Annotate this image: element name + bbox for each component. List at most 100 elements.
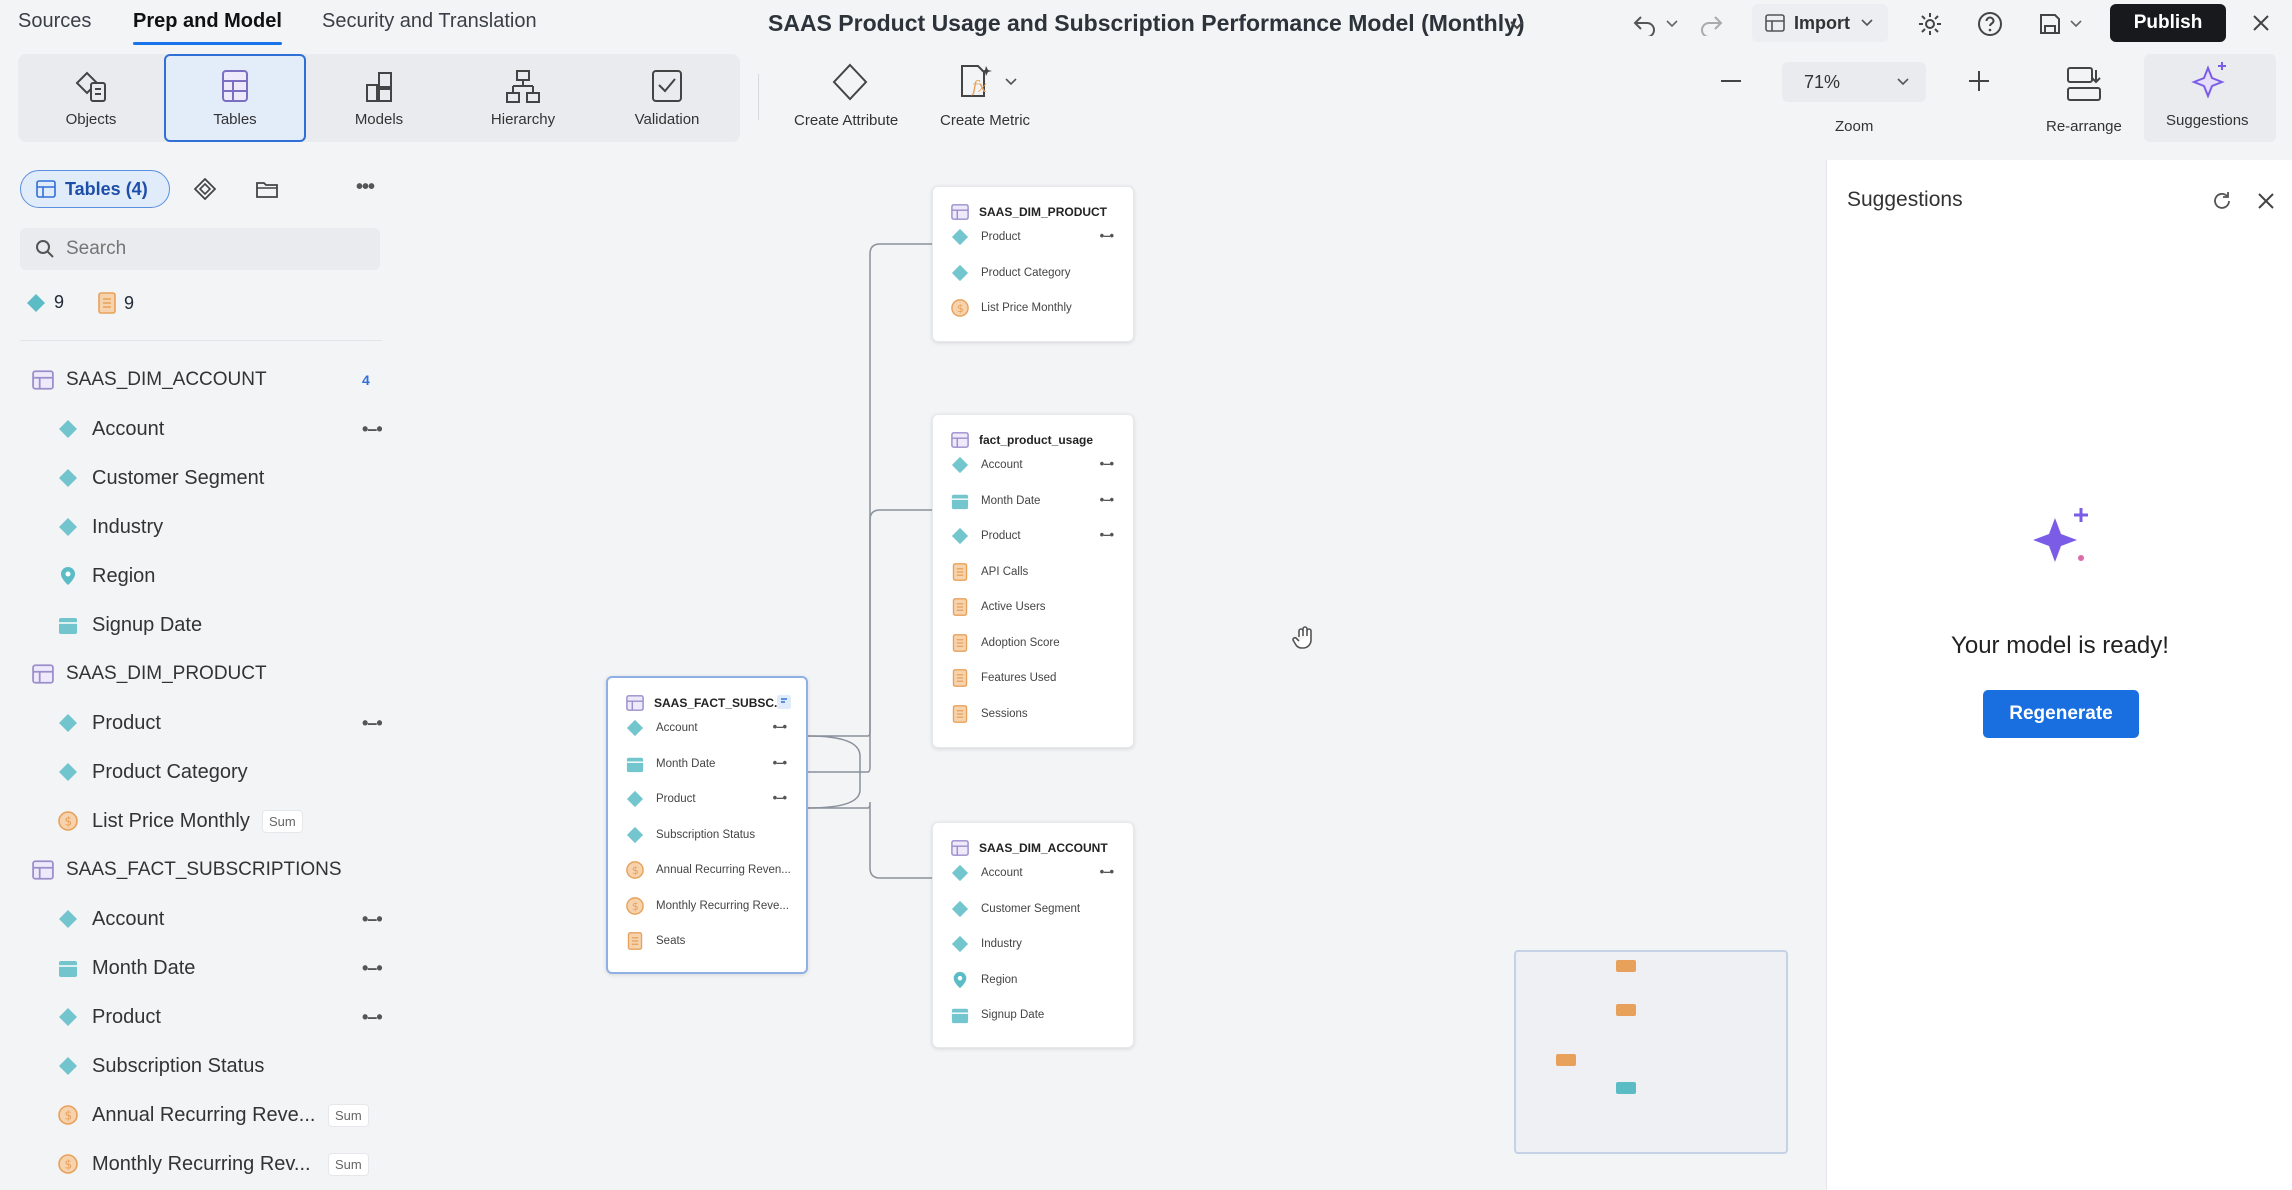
search-box — [20, 228, 380, 270]
fact-icon — [951, 562, 969, 581]
attribute-count[interactable]: 9 — [26, 292, 64, 313]
tables-filter-chip[interactable]: Tables (4) — [20, 170, 170, 208]
table-card[interactable]: SAAS_DIM_ACCOUNT Account •–• Customer Segme… — [932, 822, 1134, 1048]
tree-item[interactable]: Customer Segment — [0, 458, 390, 498]
suggestions-toggle-button[interactable]: Suggestions — [2144, 54, 2276, 142]
zoom-out-icon[interactable] — [1716, 66, 1746, 96]
help-icon[interactable] — [1974, 8, 2006, 40]
refresh-icon[interactable] — [2207, 186, 2237, 216]
tree-item[interactable]: Signup Date — [0, 605, 390, 645]
suggestions-toggle-label: Suggestions — [2166, 112, 2249, 129]
create-metric-button[interactable]: fx Create Metric — [934, 58, 1046, 142]
card-row[interactable]: $List Price Monthly — [951, 296, 1072, 320]
link-icon: •–• — [1099, 864, 1114, 879]
tree-item[interactable]: $Annual Recurring Reve...Sum — [0, 1095, 390, 1135]
save-chevron-down-icon[interactable] — [2068, 14, 2084, 34]
rearrange-button[interactable]: Re-arrange — [2038, 58, 2132, 142]
card-row[interactable]: Adoption Score — [951, 631, 1060, 655]
fact-icon — [626, 932, 644, 950]
card-row[interactable]: Product — [626, 787, 696, 811]
tool-tables[interactable]: Tables — [164, 54, 306, 142]
zoom-in-icon[interactable] — [1964, 66, 1994, 96]
folder-icon[interactable] — [252, 174, 282, 204]
card-row[interactable]: Seats — [626, 929, 685, 953]
card-row-label: Region — [981, 973, 1018, 986]
create-attribute-button[interactable]: Create Attribute — [786, 58, 916, 142]
table-card-header[interactable]: SAAS_DIM_PRODUCT — [951, 203, 1107, 221]
card-row[interactable]: $Annual Recurring Reven... — [626, 858, 791, 882]
tree-item[interactable]: Product•–• — [0, 997, 390, 1037]
redo-icon[interactable] — [1696, 10, 1726, 40]
undo-icon[interactable] — [1630, 10, 1660, 40]
card-row[interactable]: Signup Date — [951, 1003, 1044, 1027]
card-row[interactable]: Features Used — [951, 666, 1056, 690]
table-settings-icon[interactable] — [776, 694, 792, 710]
regenerate-button[interactable]: Regenerate — [1983, 690, 2139, 738]
card-row[interactable]: Product Category — [951, 261, 1071, 285]
table-card[interactable]: SAAS_FACT_SUBSC...Account•–•Month Date•–… — [606, 676, 808, 974]
save-icon[interactable] — [2034, 8, 2066, 40]
card-row[interactable]: Month Date — [951, 489, 1040, 513]
zoom-select[interactable]: 71% — [1782, 62, 1926, 102]
card-row[interactable]: API Calls — [951, 560, 1028, 584]
card-row[interactable]: Account — [951, 453, 1023, 477]
table-card-header[interactable]: SAAS_DIM_ACCOUNT — [951, 839, 1108, 857]
search-input[interactable] — [66, 238, 366, 260]
tool-models[interactable]: Models — [308, 54, 450, 142]
gear-icon[interactable] — [1914, 8, 1946, 40]
card-row[interactable]: Customer Segment — [951, 897, 1080, 921]
attribute-diamond-icon — [951, 456, 969, 474]
import-button[interactable]: Import — [1752, 4, 1888, 42]
card-row-label: Adoption Score — [981, 636, 1060, 649]
tree-item[interactable]: Industry — [0, 507, 390, 547]
tree-table[interactable]: SAAS_DIM_ACCOUNT — [0, 360, 390, 400]
card-row[interactable]: Product — [951, 524, 1021, 548]
tool-validation[interactable]: Validation — [596, 54, 738, 142]
link-icon: •–• — [1099, 527, 1114, 542]
attribute-diamond-icon — [951, 264, 969, 282]
tree-table[interactable]: SAAS_DIM_PRODUCT — [0, 654, 390, 694]
card-row[interactable]: Sessions — [951, 702, 1028, 726]
attribute-filter-icon[interactable] — [190, 174, 220, 204]
metric-count[interactable]: 9 — [98, 292, 134, 314]
tab-security-and-translation[interactable]: Security and Translation — [322, 10, 537, 32]
undo-chevron-down-icon[interactable] — [1664, 14, 1680, 34]
card-row[interactable]: Account — [626, 716, 698, 740]
card-row[interactable]: Industry — [951, 932, 1022, 956]
card-row[interactable]: Subscription Status — [626, 823, 755, 847]
tab-sources[interactable]: Sources — [18, 10, 92, 32]
tool-hierarchy[interactable]: Hierarchy — [452, 54, 594, 142]
publish-button[interactable]: Publish — [2110, 4, 2226, 42]
tree-item[interactable]: Account•–• — [0, 899, 390, 939]
card-row[interactable]: Region — [951, 968, 1017, 992]
table-card-header[interactable]: SAAS_FACT_SUBSC... — [626, 694, 784, 712]
card-row[interactable]: Product — [951, 225, 1021, 249]
create-metric-chevron-down-icon[interactable] — [1004, 76, 1018, 88]
card-row-label: Monthly Recurring Reve... — [656, 899, 789, 912]
close-panel-icon[interactable] — [2251, 186, 2281, 216]
tree-item[interactable]: Product Category — [0, 752, 390, 792]
card-row[interactable]: Month Date — [626, 752, 715, 776]
tree-item[interactable]: Account•–• — [0, 409, 390, 449]
tree-item-label: Product Category — [92, 760, 248, 783]
close-icon[interactable] — [2246, 8, 2276, 38]
minimap[interactable] — [1514, 950, 1788, 1154]
tree-item[interactable]: Region — [0, 556, 390, 596]
title-chevron-down-icon[interactable] — [1504, 12, 1530, 38]
card-row[interactable]: $Monthly Recurring Reve... — [626, 894, 789, 918]
tree-item[interactable]: Month Date•–• — [0, 948, 390, 988]
card-row[interactable]: Account — [951, 861, 1023, 885]
tree-item[interactable]: Product•–• — [0, 703, 390, 743]
table-card-header[interactable]: fact_product_usage — [951, 431, 1093, 449]
tool-objects[interactable]: Objects — [20, 54, 162, 142]
tab-prep-and-model[interactable]: Prep and Model — [133, 10, 282, 45]
card-row[interactable]: Active Users — [951, 595, 1046, 619]
tree-item[interactable]: Subscription Status — [0, 1046, 390, 1086]
tree-table[interactable]: SAAS_FACT_SUBSCRIPTIONS — [0, 850, 390, 890]
more-options-icon[interactable]: ••• — [356, 176, 375, 198]
tree-item[interactable]: $Monthly Recurring Rev...Sum — [0, 1144, 390, 1184]
zoom-label: Zoom — [1835, 118, 1874, 135]
